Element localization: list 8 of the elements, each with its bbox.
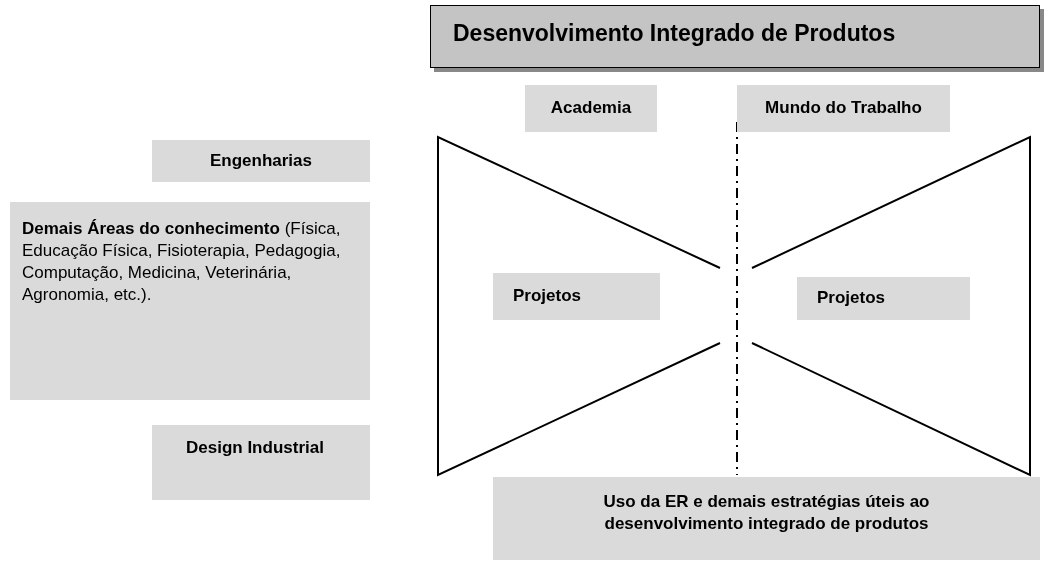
label-box: Projetos [797, 277, 970, 320]
label-box: Uso da ER e demais estratégias úteis ao desenvolvimento integrado de produtos [493, 477, 1040, 560]
label-box: Academia [525, 85, 657, 132]
label-box: Engenharias [152, 140, 370, 182]
text-panel: Demais Áreas do conhecimento (Física, Educação Física, Fisioterapia, Pedagogia, Computação, Medicina, Veterinária, Agronomia, etc.). [10, 202, 370, 400]
label-box: Mundo do Trabalho [737, 85, 950, 132]
label-box: Design Industrial [152, 425, 370, 500]
label-box: Projetos [493, 273, 660, 320]
